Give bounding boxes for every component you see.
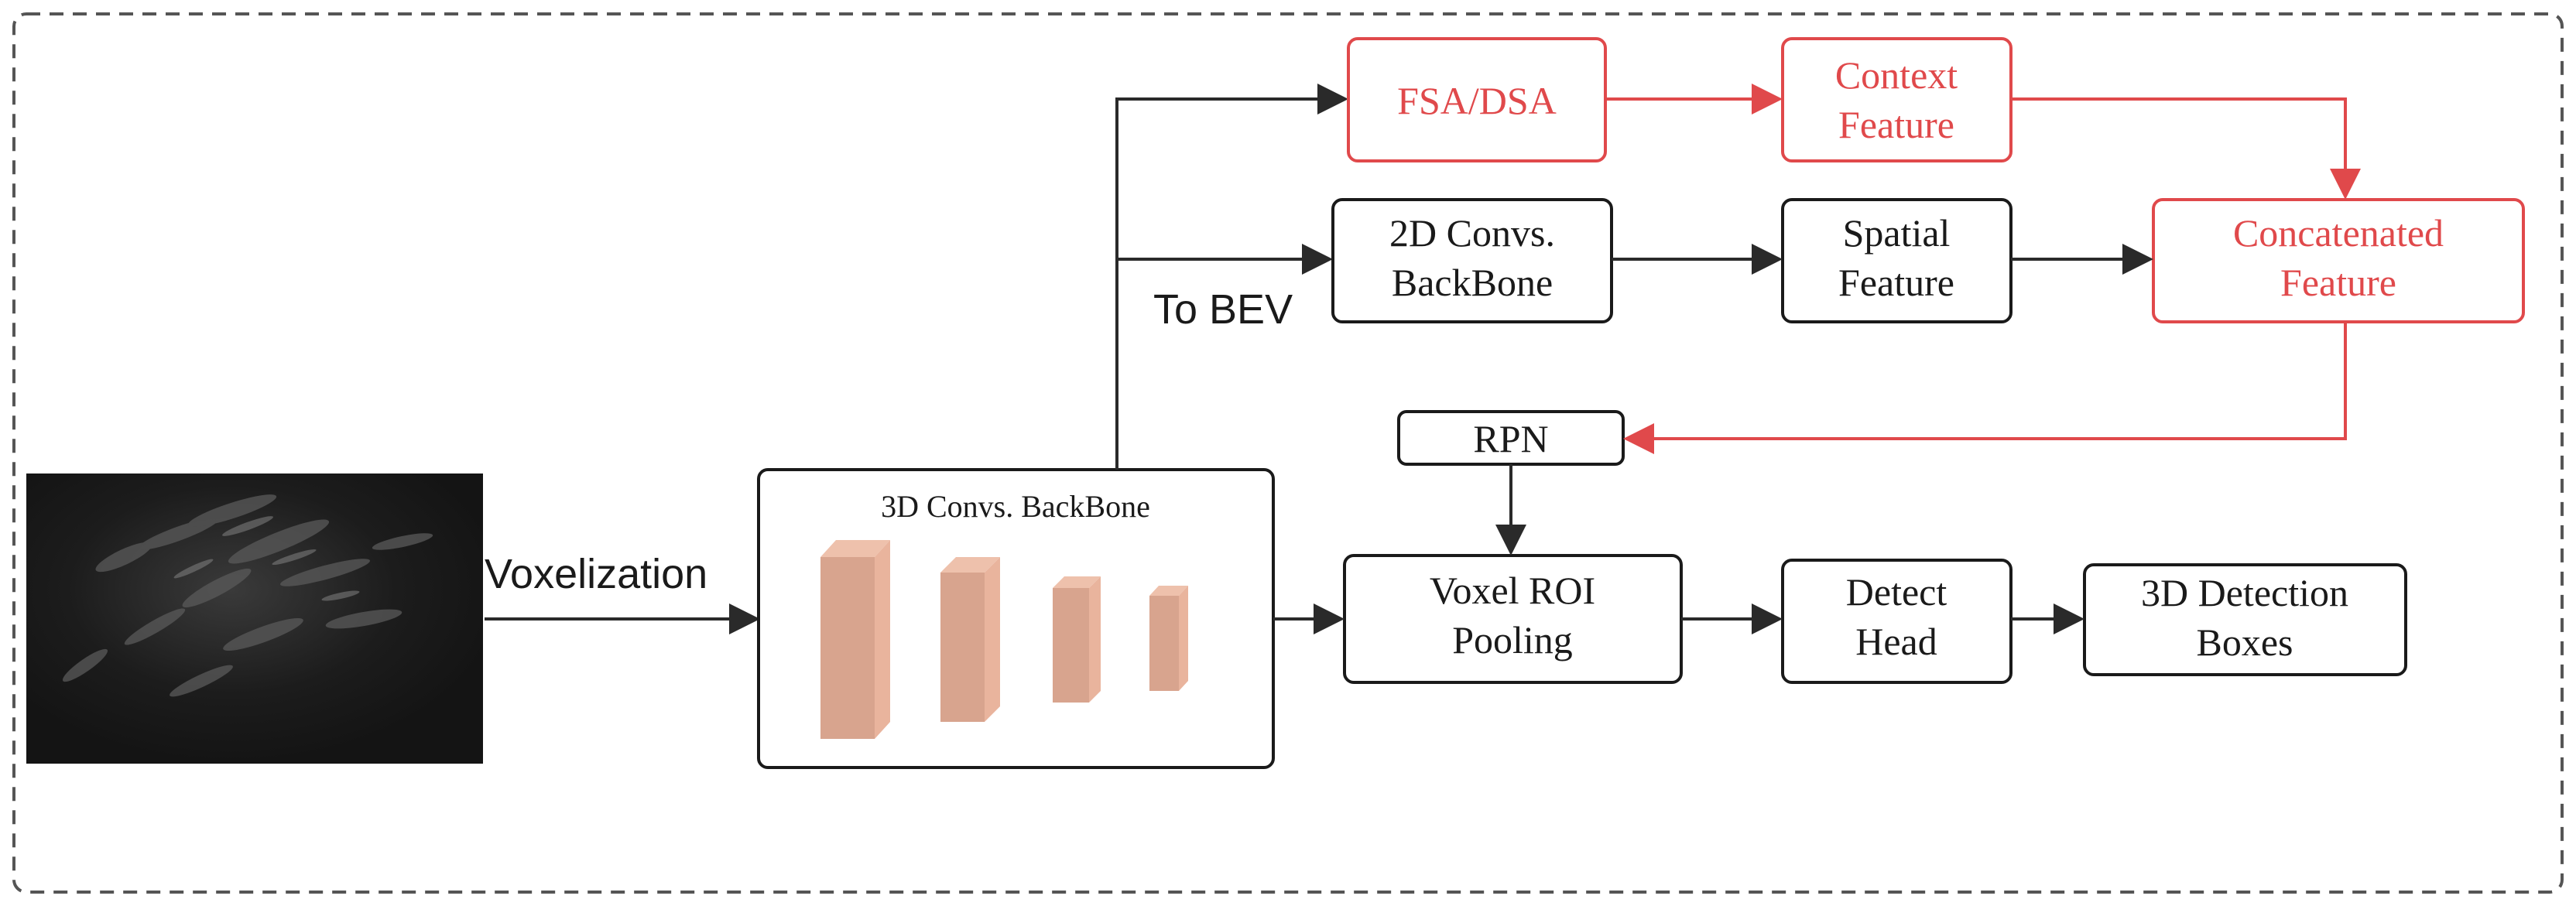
cube-3 xyxy=(1053,576,1101,703)
label-rpn: RPN xyxy=(1473,417,1548,460)
label-spatial-feature: Feature xyxy=(1838,261,1954,304)
label-head: Head xyxy=(1855,620,1937,663)
label-to-bev: To BEV xyxy=(1153,286,1293,333)
node-voxel-roi-pooling: Voxel ROI Pooling xyxy=(1343,554,1683,684)
node-detect-head: Detect Head xyxy=(1781,559,2012,684)
cube-2 xyxy=(940,557,1000,722)
cube-4 xyxy=(1149,586,1188,691)
label-concatenated: Concatenated xyxy=(2233,211,2444,255)
label-voxelization: Voxelization xyxy=(485,551,707,597)
label-3d-conv-backbone: 3D Convs. BackBone xyxy=(881,489,1150,524)
node-spatial-feature: Spatial Feature xyxy=(1781,198,2012,323)
label-2d-convs: 2D Convs. xyxy=(1389,211,1555,255)
label-feature: Feature xyxy=(1838,103,1954,146)
label-context: Context xyxy=(1835,53,1958,97)
edge-to-fsa-dsa xyxy=(1115,84,1348,470)
node-context-feature: Context Feature xyxy=(1781,37,2012,162)
label-pooling: Pooling xyxy=(1452,618,1573,662)
label-voxel-roi: Voxel ROI xyxy=(1430,569,1595,612)
label-3d-detection: 3D Detection xyxy=(2141,571,2348,614)
point-cloud-image xyxy=(26,474,483,764)
node-rpn: RPN xyxy=(1397,410,1625,466)
label-fsa-dsa: FSA/DSA xyxy=(1397,79,1557,122)
node-fsa-dsa: FSA/DSA xyxy=(1347,37,1607,162)
edge-concat-to-rpn xyxy=(1623,322,2347,454)
node-3d-conv-backbone: 3D Convs. BackBone xyxy=(757,468,1275,769)
outer-dashed-frame xyxy=(12,12,2564,894)
node-2d-conv-backbone: 2D Convs. BackBone xyxy=(1331,198,1613,323)
label-spatial: Spatial xyxy=(1843,211,1951,255)
cube-1 xyxy=(820,540,890,739)
edge-context-to-concat xyxy=(2011,97,2361,200)
label-detect: Detect xyxy=(1846,570,1947,614)
label-boxes: Boxes xyxy=(2197,621,2293,664)
node-concatenated-feature: Concatenated Feature xyxy=(2152,198,2525,323)
node-3d-detection-boxes: 3D Detection Boxes xyxy=(2083,563,2407,676)
label-concatenated-feature: Feature xyxy=(2280,261,2396,304)
label-backbone: BackBone xyxy=(1392,261,1553,304)
